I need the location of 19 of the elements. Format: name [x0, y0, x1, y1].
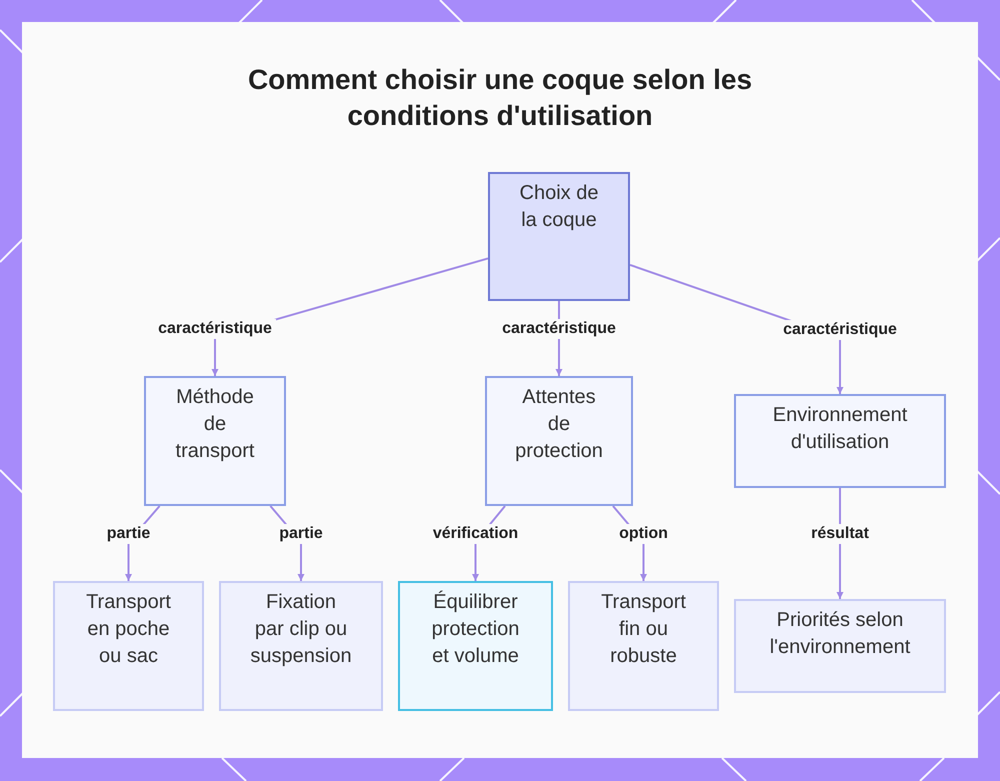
concept-box [488, 172, 630, 301]
concept-box [398, 581, 553, 711]
node-label: Fixation par clip ou suspension [250, 590, 352, 669]
node-label: Choix de la coque [518, 181, 600, 233]
node-label: Transport en poche ou sac [85, 590, 172, 669]
concept-box [219, 581, 383, 711]
node-label: Méthode de transport [174, 385, 256, 464]
node-label: Priorités selon l'environnement [768, 608, 912, 660]
node-label: Environnement d'utilisation [772, 403, 908, 455]
concept-box [144, 376, 286, 506]
node-label: Équilibrer protection et volume [430, 590, 520, 669]
concept-box [485, 376, 633, 506]
concept-box [53, 581, 204, 711]
concept-box [568, 581, 719, 711]
concept-box [734, 599, 946, 693]
concept-box [734, 394, 946, 488]
node-label: Attentes de protection [515, 385, 603, 464]
title: Comment choisir une coque selon les conditions d'utilisation [246, 63, 754, 133]
node-label: Transport fin ou robuste [600, 590, 687, 669]
